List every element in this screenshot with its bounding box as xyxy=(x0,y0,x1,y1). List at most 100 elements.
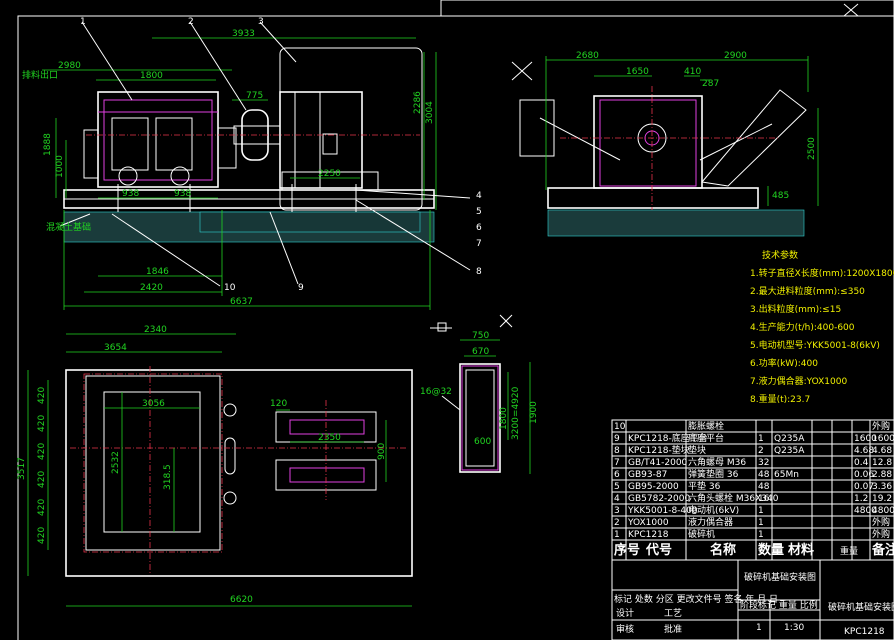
plan-slot-upper-m xyxy=(289,419,365,435)
dim-3200: 3200=4920 xyxy=(511,386,521,440)
dim-900: 900 xyxy=(377,443,387,460)
dim-600: 600 xyxy=(474,437,491,447)
leader-foundation xyxy=(59,213,91,227)
mark-x-4 xyxy=(511,61,533,81)
anchor-magenta xyxy=(461,365,499,471)
label-outlet: 排料出口 xyxy=(22,69,58,81)
callout-8: 8 xyxy=(476,267,482,277)
bom-cell: 1600.0 xyxy=(872,434,894,444)
leader-8 xyxy=(355,199,471,271)
bom-cell: 65Mn xyxy=(774,470,799,480)
leader-4 xyxy=(355,189,471,199)
bom-cell: 5 xyxy=(614,482,620,492)
bom-cell: 3 xyxy=(614,506,620,516)
callout-3: 3 xyxy=(258,17,264,27)
tb-small-label: 阶段标记 重量 比例 xyxy=(740,599,818,611)
plan-outline xyxy=(65,369,413,577)
tb-row-approve: 批准 xyxy=(664,623,682,635)
bom-header-code: 代号 xyxy=(645,542,672,558)
anchor-detail-view: 750 670 16@32 1800 600 3200=4920 1900 xyxy=(420,331,539,474)
dim-6637: 6637 xyxy=(230,297,253,307)
bom-cell: 膨胀螺栓 xyxy=(688,420,724,432)
anchor-inner xyxy=(465,369,495,467)
bom-cell: 8 xyxy=(614,446,620,456)
plan-hole-3 xyxy=(223,491,237,505)
bom-cell: 0.07 xyxy=(854,482,874,492)
bom-header-seq: 序号 xyxy=(614,542,640,558)
tb-drawing-name-1: 破碎机基础安装图 xyxy=(744,571,816,583)
bom-cell: YKK5001-8-400 xyxy=(627,506,698,516)
bom-cell: GB/T41-2000 xyxy=(628,458,688,468)
foundation-hatch-side xyxy=(547,209,805,237)
bom-cell: 垫块 xyxy=(688,444,706,456)
mark-square xyxy=(437,322,447,332)
tech-param-7: 7.液力偶合器:YOX1000 xyxy=(750,375,847,387)
chute-arm-2 xyxy=(699,123,773,161)
callout-9: 9 xyxy=(298,283,304,293)
callout-1: 1 xyxy=(80,17,86,27)
bom-cell: 破碎机 xyxy=(688,528,715,540)
dim-420-5: 420 xyxy=(37,499,47,516)
tb-rev-label: 标记 处数 分区 更改文件号 签名 年 月 日 xyxy=(614,593,778,605)
dim-2980: 2980 xyxy=(58,61,81,71)
mark-x-2 xyxy=(499,314,513,328)
bom-cell: 1 xyxy=(614,530,620,540)
bom-header-qty: 数量 xyxy=(758,542,784,558)
crusher-side-right xyxy=(217,127,237,169)
dim-2250: 2250 xyxy=(318,169,341,179)
bom-cell: 4.68 xyxy=(872,446,892,456)
plan-pit-red xyxy=(83,373,223,553)
callout-4: 4 xyxy=(476,191,482,201)
bom-cell: 1600 xyxy=(854,434,877,444)
bom-cell: KPC1218-底座平台 xyxy=(628,432,708,444)
callout-5: 5 xyxy=(476,207,482,217)
dim-3517: 3517 xyxy=(17,457,27,480)
plan-slot-lower-m xyxy=(289,467,365,483)
leader-16 xyxy=(441,395,461,411)
bom-cell: 48 xyxy=(758,482,770,492)
dim-2900: 2900 xyxy=(724,51,747,61)
tb-row-process: 工艺 xyxy=(664,608,682,619)
bom-cell: YOX1000 xyxy=(627,518,669,528)
dim-3056: 3056 xyxy=(142,399,165,409)
tb-row-review: 审核 xyxy=(616,623,634,635)
dim-1800b: 1800 xyxy=(499,407,509,430)
dim-6620: 6620 xyxy=(230,595,253,605)
dim-775: 775 xyxy=(246,91,263,101)
dim-287: 287 xyxy=(702,79,719,89)
bom-cell: 外购 xyxy=(872,516,890,528)
bom-cell: 外购 xyxy=(872,528,890,540)
foundation-plan-view: 2340 3654 3056 3517 2532 318.5 6620 2350… xyxy=(17,325,413,607)
bom-header-note: 备注 xyxy=(871,542,894,558)
bom-cell: Q235A xyxy=(774,434,805,444)
bom-cell: 9 xyxy=(614,434,620,444)
dim-2420: 2420 xyxy=(140,283,163,293)
dim-420-4: 420 xyxy=(37,471,47,488)
callout-7: 7 xyxy=(476,239,482,249)
bom-header-weight: 重量 xyxy=(840,545,858,557)
bom-cell: KPC1218 xyxy=(628,530,669,540)
crusher-window-right xyxy=(155,117,193,171)
dim-938a: 938 xyxy=(122,189,139,199)
dim-2350: 2350 xyxy=(318,433,341,443)
plan-hole-1 xyxy=(223,403,237,417)
side-magenta-frame xyxy=(599,99,697,187)
leader-9 xyxy=(269,211,299,285)
label-foundation: 混凝土基础 xyxy=(46,221,91,233)
bom-cell: 7 xyxy=(614,458,620,468)
dim-2532: 2532 xyxy=(111,451,121,474)
dim-1650: 1650 xyxy=(626,67,649,77)
dim-1846: 1846 xyxy=(146,267,169,277)
bom-cell: 1 xyxy=(758,530,764,540)
bom-cell: 电动机(6kV) xyxy=(688,504,739,516)
bom-cell: 1 xyxy=(758,518,764,528)
bom-cell: 1.2 xyxy=(854,494,868,504)
tech-param-6: 6.功率(kW):400 xyxy=(750,357,818,369)
anchor-outer xyxy=(459,363,501,473)
bom-table: 10膨胀螺栓外购9KPC1218-底座平台底座平台1Q235A16001600.… xyxy=(611,419,894,561)
tech-params-title: 技术参数 xyxy=(762,249,798,261)
drawing-border-top-right xyxy=(440,0,894,17)
mark-x-6 xyxy=(843,3,859,17)
bom-cell: 19.2 xyxy=(872,494,892,504)
bom-cell: GB93-87 xyxy=(628,470,667,480)
